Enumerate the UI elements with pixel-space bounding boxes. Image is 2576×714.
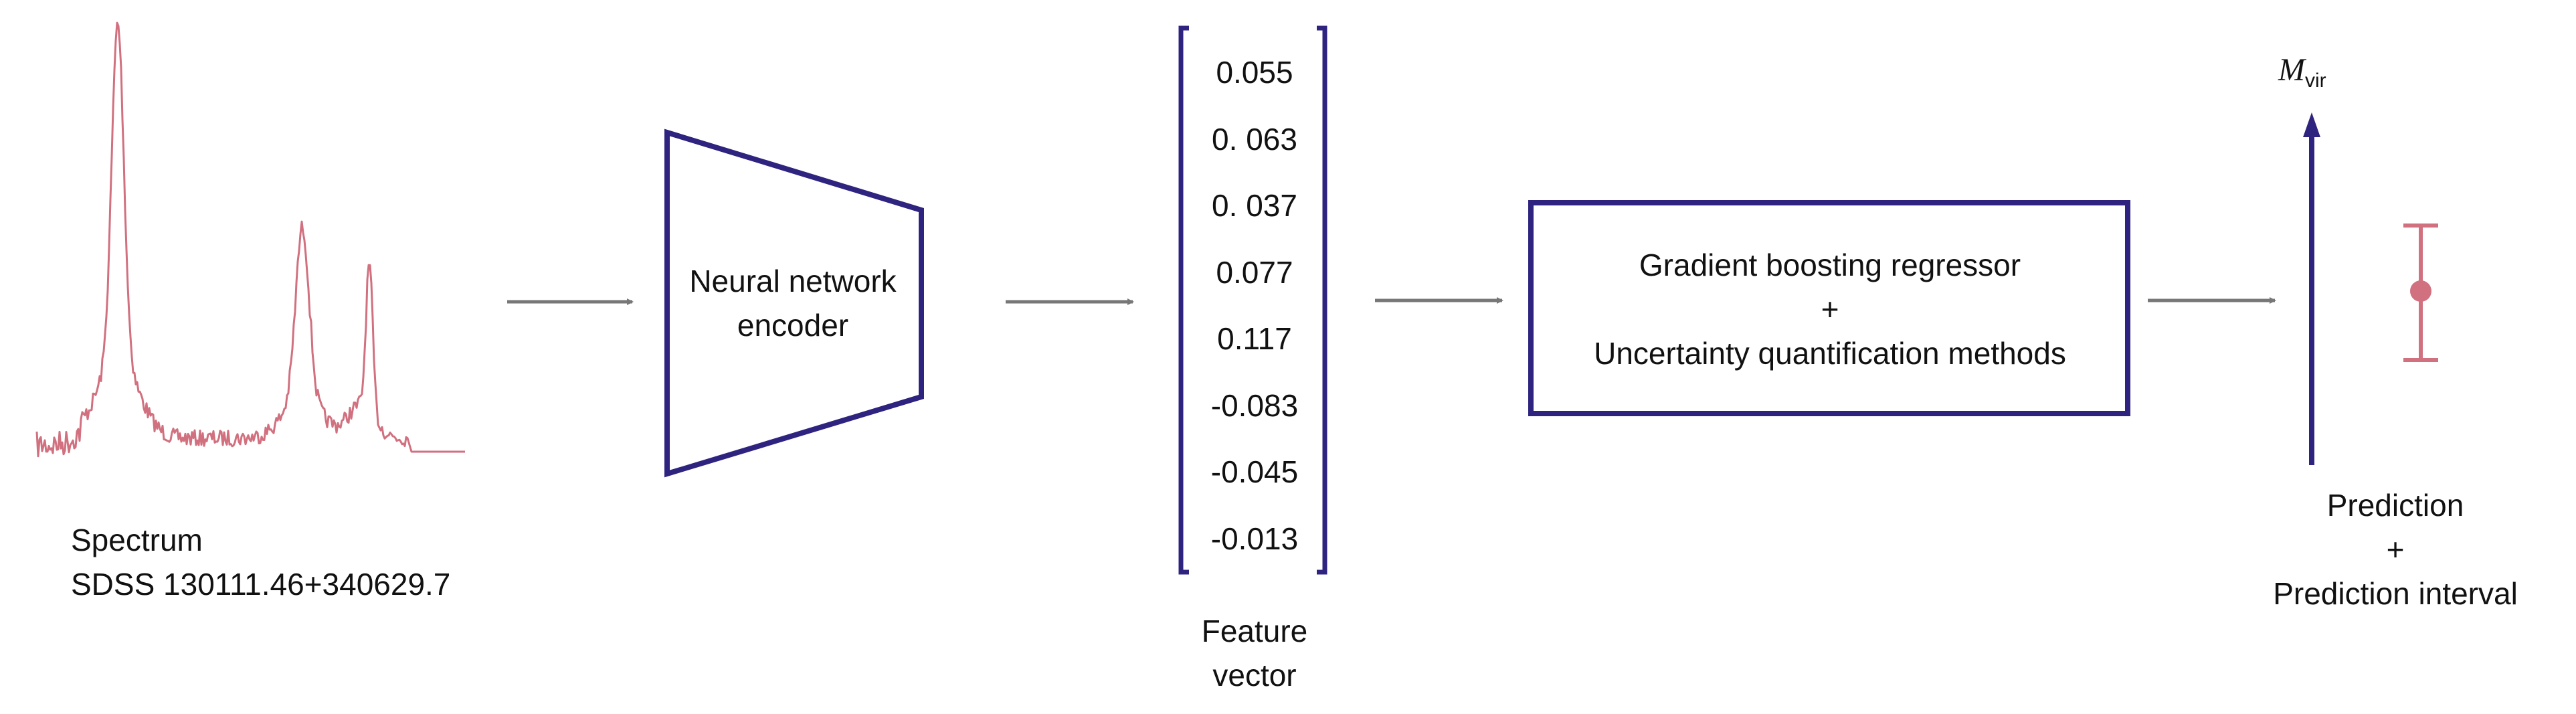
feature-value: 0.077	[1216, 254, 1293, 290]
feature-value: 0.055	[1216, 55, 1293, 90]
feature-vector-caption-line2: vector	[1212, 658, 1297, 693]
spectrum-plot	[35, 21, 465, 458]
output-axis-arrowhead	[2303, 112, 2320, 137]
feature-value: -0.083	[1210, 387, 1299, 423]
prediction-point	[2410, 280, 2431, 302]
prediction-caption-line3: Prediction interval	[2273, 576, 2518, 611]
prediction-caption-line1: Prediction	[2326, 488, 2464, 523]
vector-left-bracket	[1178, 25, 1189, 575]
feature-value: 0. 037	[1212, 188, 1297, 223]
axis-label-sub: vir	[2304, 70, 2326, 92]
regressor-line2: +	[1821, 292, 1839, 327]
feature-value: -0.013	[1210, 521, 1299, 556]
output-axis-label: Mvir	[2278, 48, 2326, 103]
encoder-trapezoid	[664, 128, 924, 478]
feature-vector-caption-line1: Feature	[1201, 614, 1308, 648]
feature-value: -0.045	[1210, 454, 1299, 489]
feature-value: 0.117	[1217, 321, 1292, 356]
prediction-caption-line2: +	[2386, 532, 2405, 567]
spectrum-caption-line2: SDSS 130111.46+340629.7	[71, 567, 451, 602]
axis-label-main: M	[2278, 52, 2305, 88]
encoder-label-line1: Neural network	[689, 264, 897, 298]
encoder-label-line2: encoder	[737, 308, 849, 343]
spectrum-caption-line1: Spectrum	[71, 523, 203, 557]
regressor-box	[1528, 200, 2130, 416]
regressor-line3: Uncertainty quantification methods	[1594, 336, 2066, 371]
regressor-line1: Gradient boosting regressor	[1639, 248, 2021, 282]
vector-right-bracket	[1317, 25, 1327, 575]
feature-value: 0. 063	[1212, 121, 1297, 157]
